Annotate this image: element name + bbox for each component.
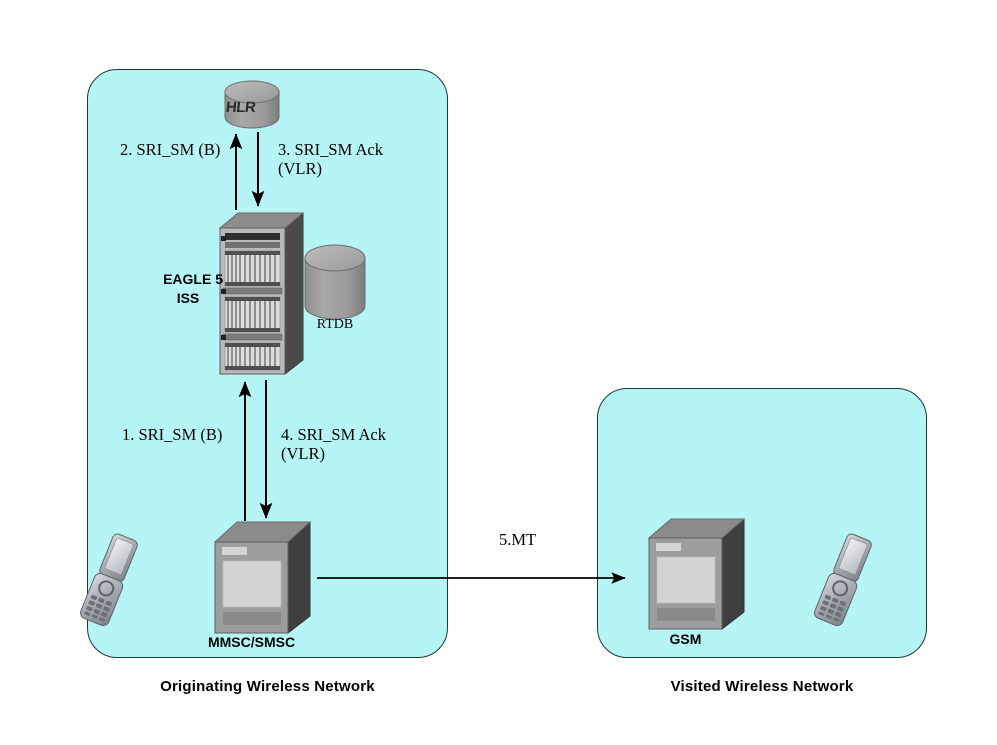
node-label-rtdb: RTDB (316, 317, 354, 332)
node-handset-visited-icon (814, 533, 872, 627)
node-eagle5-iss-icon (218, 211, 305, 376)
node-label-eagle-line1: EAGLE 5 (163, 271, 223, 287)
network-title-visited: Visited Wireless Network (670, 678, 854, 695)
node-handset-originating-icon (80, 533, 138, 627)
message-label-4-line1: 4. SRI_SM Ack (281, 425, 386, 444)
node-label-mmsc: MMSC/SMSC (207, 634, 296, 650)
node-hlr-icon: HLR (224, 80, 280, 129)
message-label-2: 2. SRI_SM (B) (120, 140, 221, 159)
network-title-originating: Originating Wireless Network (160, 678, 375, 695)
svg-text:HLR: HLR (225, 99, 257, 116)
message-label-1: 1. SRI_SM (B) (122, 425, 223, 444)
message-label-3-line1: 3. SRI_SM Ack (278, 140, 383, 159)
message-label-5: 5.MT (499, 530, 537, 549)
node-label-eagle-line2: ISS (176, 290, 200, 306)
node-gsm-icon (647, 517, 746, 631)
message-label-4-line2: (VLR) (281, 444, 325, 463)
node-label-gsm: GSM (669, 631, 702, 647)
node-rtdb-icon (304, 244, 366, 320)
message-label-3-line2: (VLR) (278, 159, 322, 178)
node-mmsc-smsc-icon (213, 520, 312, 635)
